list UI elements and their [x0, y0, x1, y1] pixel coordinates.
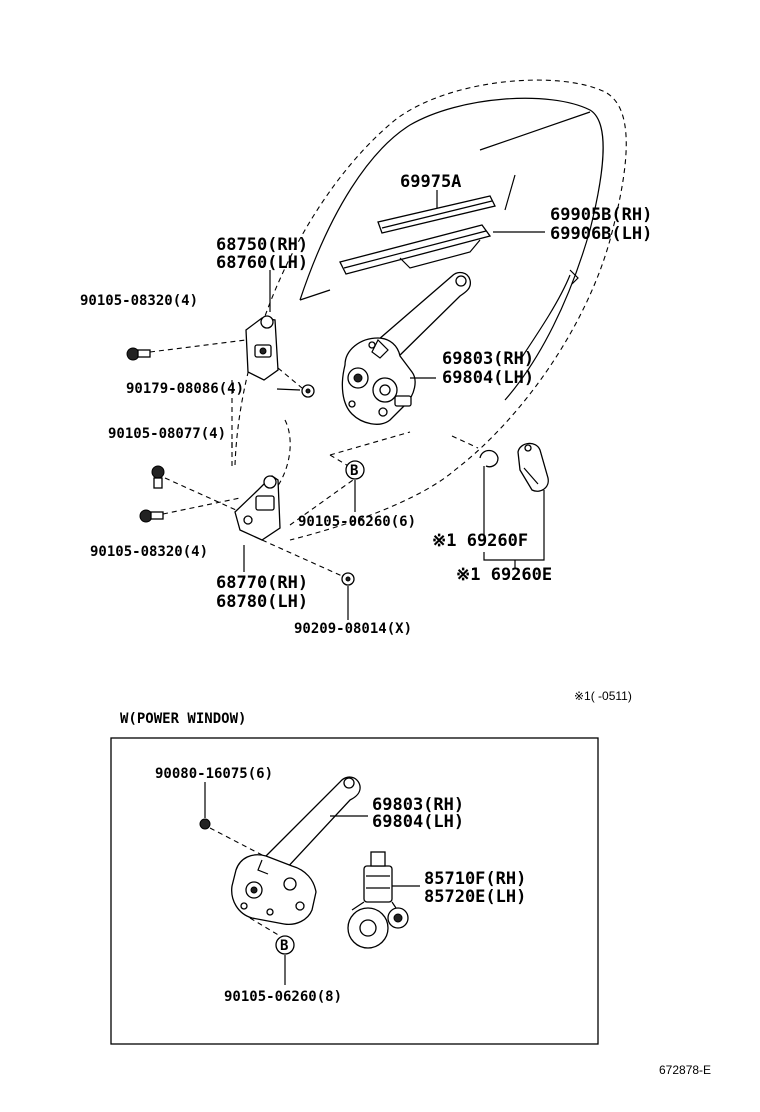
label-68770-rh: 68770(RH)	[216, 573, 308, 593]
label-pw-69804-lh: 69804(LH)	[372, 812, 464, 832]
power-window-screw	[199, 818, 211, 830]
belt-weatherstrip-69975a	[377, 195, 496, 234]
power-window-motor	[347, 851, 409, 949]
washer-lower	[341, 572, 355, 586]
bolt-lower	[139, 509, 164, 523]
label-85710f-rh: 85710F(RH)	[424, 869, 526, 889]
label-69804-lh: 69804(LH)	[442, 368, 534, 388]
bolt-mid	[151, 465, 165, 489]
label-90105-08320-upper: 90105-08320(4)	[80, 293, 198, 309]
label-68780-lh: 68780(LH)	[216, 592, 308, 612]
handle-knob-69260f	[479, 449, 499, 468]
label-pw-69803-rh: 69803(RH)	[372, 795, 464, 815]
label-68760-lh: 68760(LH)	[216, 253, 308, 273]
bolt-upper	[126, 347, 151, 361]
glass-run-channel	[339, 224, 492, 275]
power-window-box	[110, 737, 599, 1045]
bolt-marker-b-power: B	[275, 935, 295, 955]
power-window-connection-lines	[209, 827, 281, 937]
label-90105-06260-lower: 90105-06260(8)	[224, 989, 342, 1005]
label-90179-08086: 90179-08086(4)	[126, 381, 244, 397]
label-90209-08014: 90209-08014(X)	[294, 621, 412, 637]
svg-text:B: B	[280, 938, 288, 954]
power-window-leader-lines	[204, 782, 420, 985]
window-regulator-manual	[341, 271, 472, 425]
footnote-date-range: ※1( -0511)	[574, 689, 632, 703]
label-90105-08077: 90105-08077(4)	[108, 426, 226, 442]
door-hinge-upper	[245, 315, 279, 381]
bolt-marker-b: B	[345, 460, 365, 480]
label-69906b-lh: 69906B(LH)	[550, 224, 652, 244]
label-69905b-rh: 69905B(RH)	[550, 205, 652, 225]
label-69803-rh: 69803(RH)	[442, 349, 534, 369]
leader-lines	[231, 190, 545, 620]
label-69260f: ※1 69260F	[432, 531, 528, 551]
diagram-code: 672878-E	[659, 1063, 711, 1077]
label-85720e-lh: 85720E(LH)	[424, 887, 526, 907]
handle-lever-69260e	[517, 442, 549, 492]
door-frame-outline	[231, 79, 627, 541]
nut-upper	[301, 384, 315, 398]
svg-text:B: B	[350, 463, 358, 479]
power-window-section-title: W(POWER WINDOW)	[120, 711, 246, 727]
label-69260e: ※1 69260E	[456, 565, 552, 585]
label-68750-rh: 68750(RH)	[216, 235, 308, 255]
label-90105-06260-upper: 90105-06260(6)	[298, 514, 416, 530]
label-69975a: 69975A	[400, 172, 461, 192]
label-90080-16075: 90080-16075(6)	[155, 766, 273, 782]
window-regulator-power	[231, 776, 361, 926]
connection-lines	[149, 339, 479, 577]
door-hinge-lower	[234, 475, 281, 541]
label-90105-08320-lower: 90105-08320(4)	[90, 544, 208, 560]
